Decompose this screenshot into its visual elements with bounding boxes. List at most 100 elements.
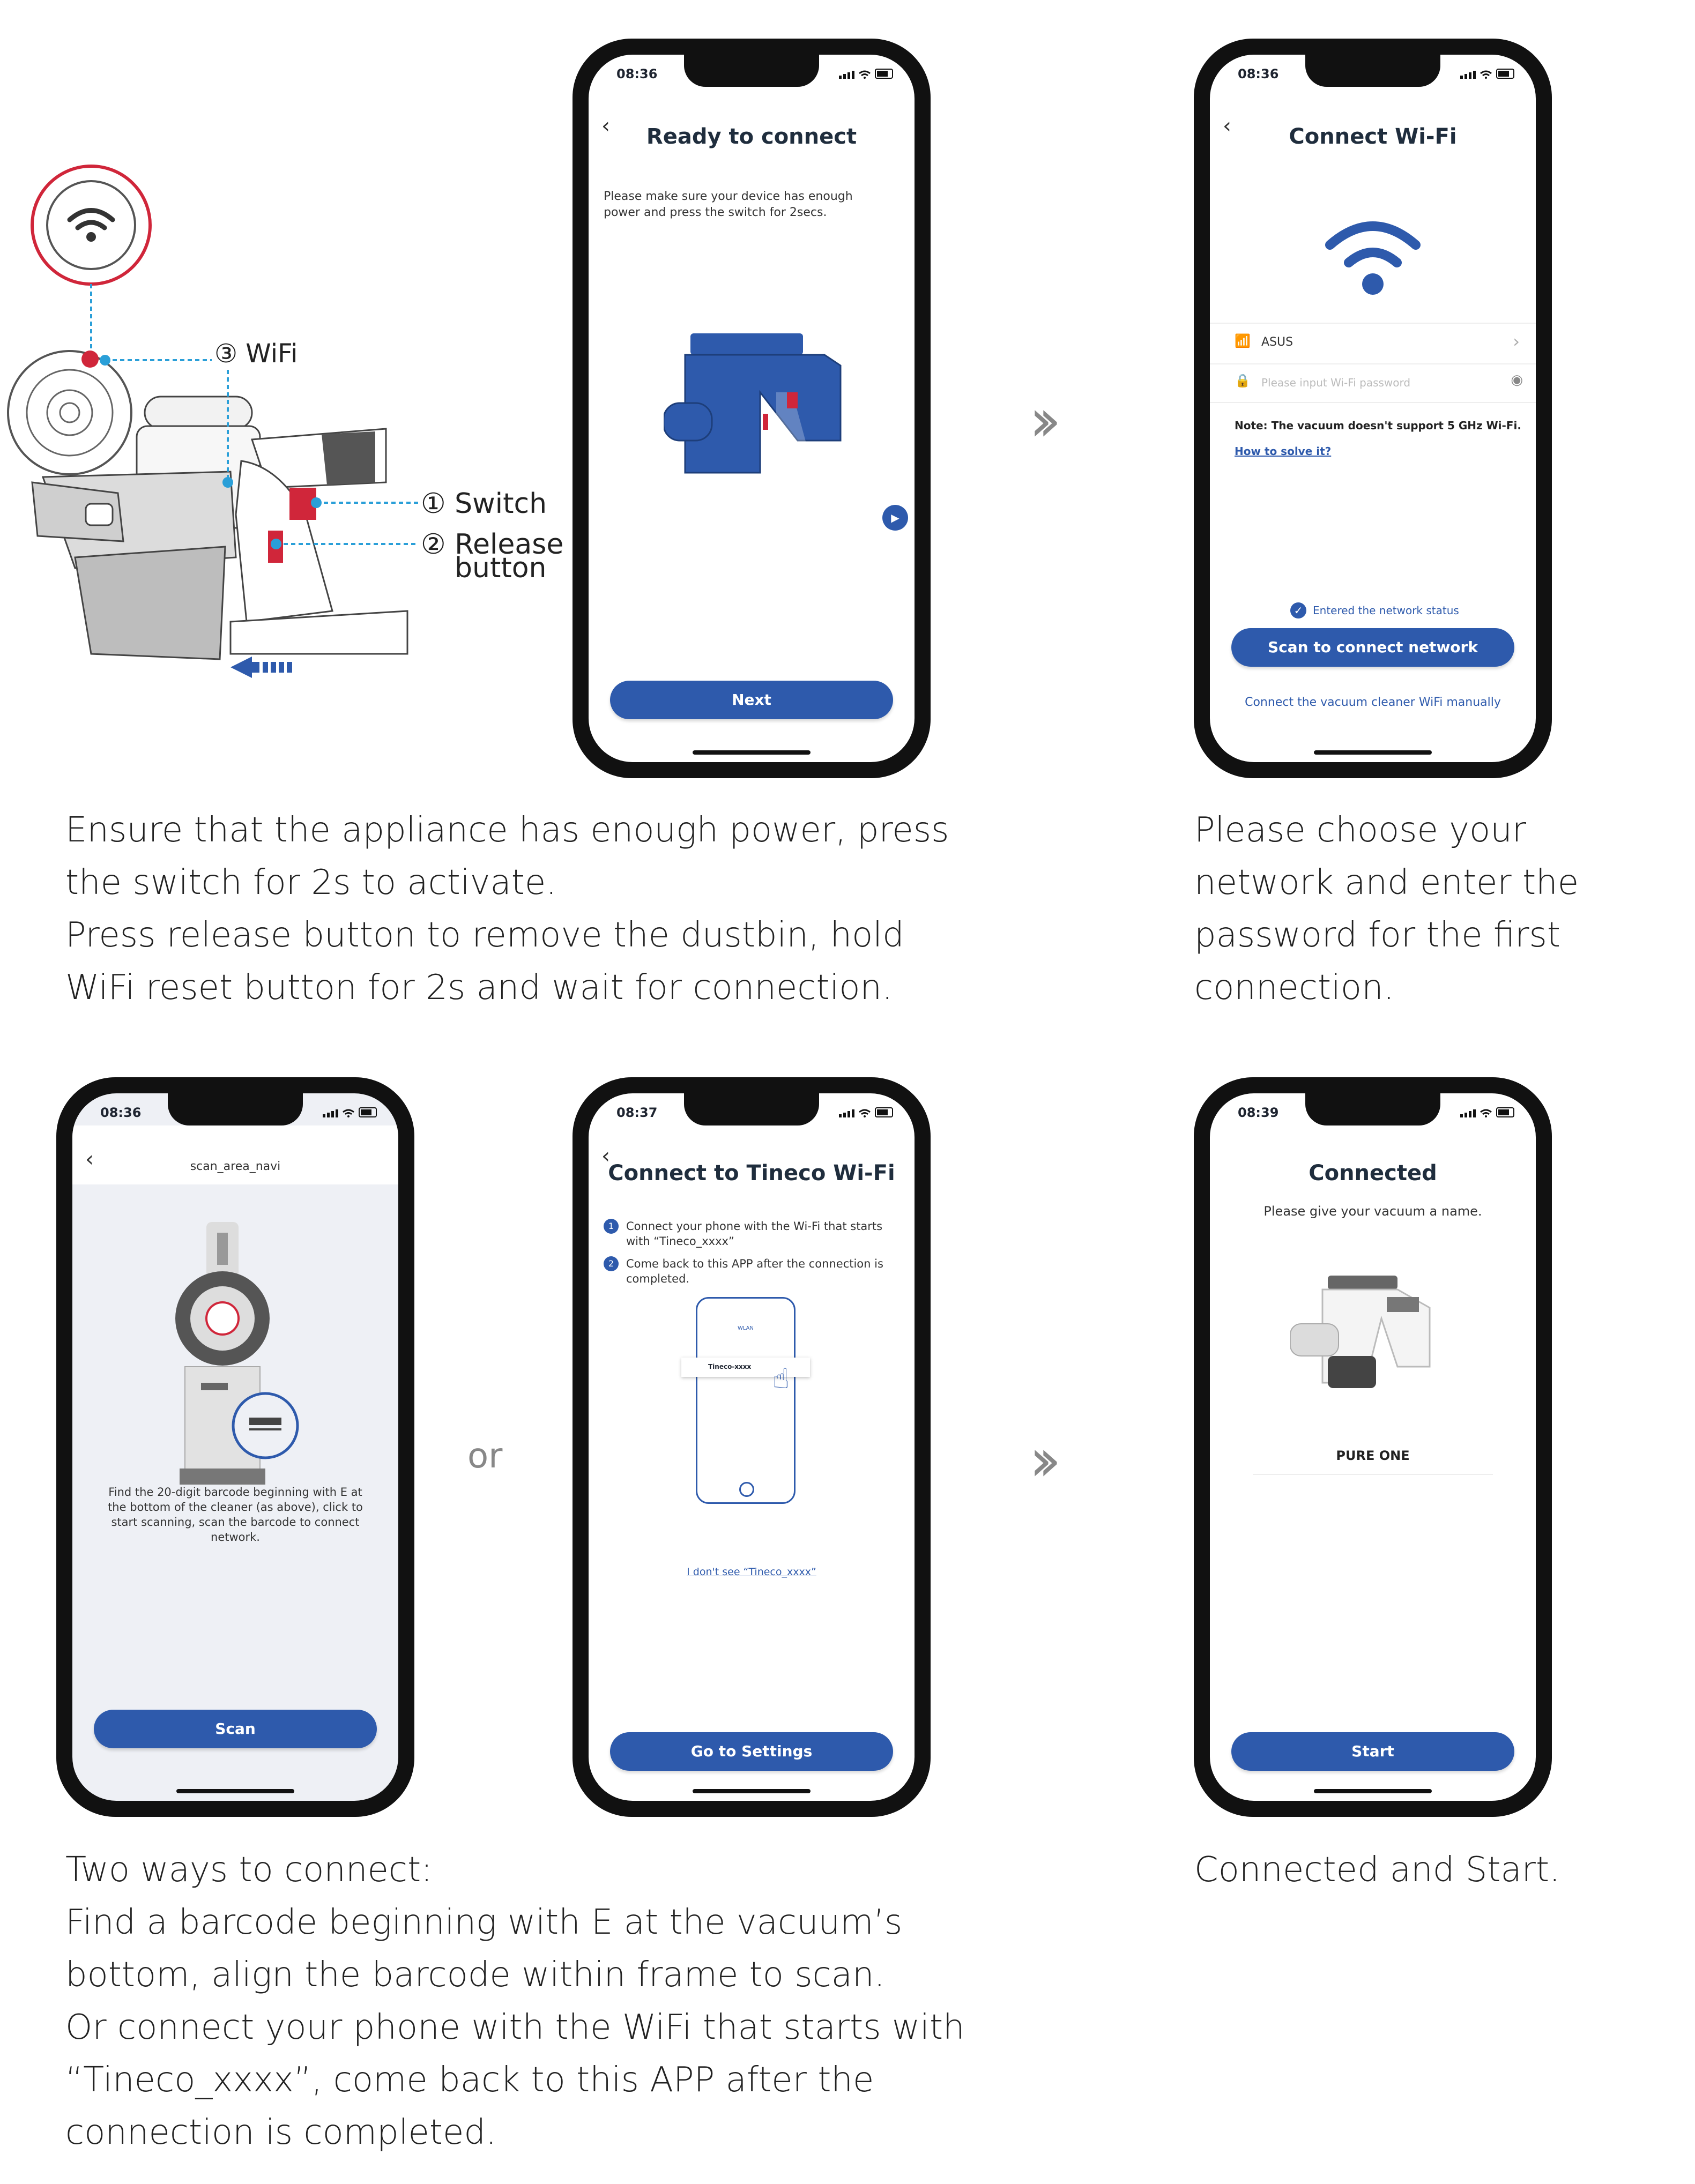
- page-title: Connect to Tineco Wi-Fi: [608, 1161, 895, 1186]
- status-icons: [839, 69, 893, 79]
- back-chevron-icon[interactable]: ‹: [85, 1147, 94, 1172]
- page-title: Ready to connect: [646, 124, 857, 149]
- network-row[interactable]: 📶 ASUS ›: [1210, 323, 1536, 364]
- wifi-icon: [67, 208, 115, 230]
- back-chevron-icon[interactable]: ‹: [601, 1144, 610, 1168]
- status-time: 08:37: [616, 1105, 658, 1120]
- phone-connected: 08:39 Connected Please give your vacuum …: [1194, 1077, 1552, 1817]
- step-1: 1 Connect your phone with the Wi-Fi that…: [604, 1219, 893, 1249]
- password-row[interactable]: 🔒 Please input Wi-Fi password ◉: [1210, 363, 1536, 403]
- vacuum-illustration: [664, 333, 842, 474]
- screen: 08:36 ‹ Connect Wi-Fi 📶 ASUS › 🔒 Please …: [1210, 55, 1536, 762]
- network-name: ASUS: [1261, 336, 1293, 349]
- battery-icon: [875, 1107, 893, 1117]
- vacuum-diagram: [7, 165, 418, 678]
- phone-connect-wifi: 08:36 ‹ Connect Wi-Fi 📶 ASUS › 🔒 Please …: [1194, 39, 1552, 778]
- phone-connect-tineco-wifi: 08:37 ‹ Connect to Tineco Wi-Fi 1 Connec…: [573, 1077, 931, 1817]
- go-to-settings-button[interactable]: Go to Settings: [610, 1732, 893, 1771]
- signal-icon: [839, 71, 854, 79]
- password-input[interactable]: Please input Wi-Fi password: [1261, 376, 1411, 389]
- how-to-solve-link[interactable]: How to solve it?: [1235, 445, 1332, 458]
- start-button[interactable]: Start: [1231, 1732, 1514, 1771]
- wifi-status-icon: [343, 1109, 354, 1117]
- status-time: 08:39: [1238, 1105, 1279, 1120]
- signal-icon: [839, 1109, 854, 1117]
- chevron-right-icon: ››: [1029, 1426, 1061, 1494]
- caption-line: bottom, align the barcode within frame t…: [65, 1955, 885, 1995]
- wifi-large-icon: [1325, 221, 1421, 295]
- signal-icon: [1460, 71, 1476, 79]
- home-indicator: [693, 750, 811, 755]
- manual-connect-link[interactable]: Connect the vacuum cleaner WiFi manually: [1245, 696, 1501, 709]
- barcode-instruction: Find the 20-digit barcode beginning with…: [108, 1486, 363, 1544]
- release-callout-label-2: button: [455, 552, 547, 584]
- mini-phone-illustration: WLAN Tineco-xxxx ☝: [681, 1297, 810, 1504]
- wifi-status-icon: [1480, 70, 1492, 79]
- battery-icon: [359, 1107, 377, 1117]
- checkbox-label: Entered the network status: [1313, 604, 1459, 617]
- caption-line: “Tineco_xxxx”, come back to this APP aft…: [65, 2060, 874, 2100]
- play-button[interactable]: ▶: [882, 505, 908, 531]
- notch: [1305, 55, 1440, 87]
- mini-home-button: [739, 1482, 754, 1497]
- caption-line: Ensure that the appliance has enough pow…: [65, 810, 949, 850]
- status-icons: [323, 1107, 377, 1117]
- status-icons: [1460, 1107, 1514, 1117]
- battery-icon: [875, 69, 893, 79]
- device-name-field[interactable]: PURE ONE: [1253, 1442, 1493, 1475]
- caption-line: Two ways to connect:: [65, 1850, 433, 1890]
- or-label: or: [467, 1436, 503, 1476]
- caption-line: Or connect your phone with the WiFi that…: [65, 2008, 965, 2047]
- signal-icon: [323, 1109, 338, 1117]
- next-button[interactable]: Next: [610, 681, 893, 719]
- phone-ready-to-connect: 08:36 ‹ Ready to connect Please make sur…: [573, 39, 931, 778]
- notch: [168, 1093, 303, 1125]
- notch: [1305, 1093, 1440, 1125]
- caption-line: Connected and Start.: [1194, 1850, 1560, 1890]
- vacuum-product-image: [1290, 1276, 1431, 1388]
- caption-line: WiFi reset button for 2s and wait for co…: [65, 968, 893, 1008]
- caption-step-2: Please choose your network and enter the…: [1194, 804, 1677, 1014]
- caption-step-4: Connected and Start.: [1194, 1844, 1677, 1896]
- home-indicator: [1314, 1789, 1432, 1793]
- status-time: 08:36: [1238, 66, 1279, 81]
- eye-icon[interactable]: ◉: [1511, 372, 1523, 388]
- chevron-right-icon: ›: [1513, 331, 1520, 352]
- screen: 08:36 ‹ scan_area_navi Find the 20-digit…: [72, 1093, 398, 1801]
- device-name: PURE ONE: [1336, 1448, 1410, 1463]
- screen: 08:37 ‹ Connect to Tineco Wi-Fi 1 Connec…: [589, 1093, 915, 1801]
- note-text: Note: The vacuum doesn't support 5 GHz W…: [1235, 419, 1521, 432]
- wifi-small-icon: 📶: [1235, 333, 1251, 348]
- step-2-text: Come back to this APP after the connecti…: [626, 1257, 883, 1285]
- lock-icon: 🔒: [1235, 373, 1251, 388]
- status-time: 08:36: [100, 1105, 142, 1120]
- dont-see-link[interactable]: I don't see “Tineco_xxxx”: [687, 1566, 816, 1578]
- status-icons: [839, 1107, 893, 1117]
- vacuum-bottom-illustration: [175, 1222, 299, 1485]
- signal-icon: [1460, 1109, 1476, 1117]
- home-indicator: [1314, 750, 1432, 755]
- wifi-callout-label: ③ WiFi: [214, 339, 298, 369]
- network-status-checkbox[interactable]: ✓ Entered the network status: [1290, 602, 1459, 618]
- mini-network-name: Tineco-xxxx: [708, 1363, 752, 1370]
- step-number-1: 1: [604, 1219, 619, 1234]
- step-1-text: Connect your phone with the Wi-Fi that s…: [626, 1220, 883, 1248]
- scan-button[interactable]: Scan: [94, 1710, 377, 1748]
- mini-network-row: Tineco-xxxx: [681, 1358, 810, 1377]
- status-time: 08:36: [616, 66, 658, 81]
- step-number-2: 2: [604, 1256, 619, 1271]
- caption-line: Find a barcode beginning with E at the v…: [65, 1903, 903, 1942]
- phone-scan-barcode: 08:36 ‹ scan_area_navi Find the 20-digit…: [56, 1077, 414, 1817]
- home-indicator: [176, 1789, 294, 1793]
- home-indicator: [693, 1789, 811, 1793]
- release-callout-label: ② Release: [421, 528, 564, 561]
- nav-title: scan_area_navi: [190, 1160, 281, 1173]
- check-icon: ✓: [1290, 602, 1306, 618]
- status-icons: [1460, 69, 1514, 79]
- back-chevron-icon[interactable]: ‹: [1223, 114, 1231, 138]
- scan-to-connect-button[interactable]: Scan to connect network: [1231, 628, 1514, 667]
- caption-step-1: Ensure that the appliance has enough pow…: [65, 804, 1009, 1014]
- caption-line: network and enter the: [1194, 863, 1579, 903]
- wifi-status-icon: [859, 1109, 871, 1117]
- back-chevron-icon[interactable]: ‹: [601, 114, 610, 138]
